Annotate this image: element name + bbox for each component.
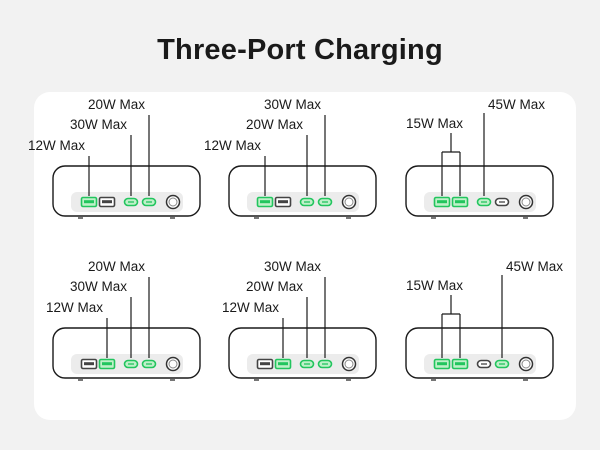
power-label: 12W Max [222, 300, 279, 315]
power-label: 30W Max [264, 259, 321, 274]
usb-a-tongue [455, 362, 465, 366]
usb-a-tongue [278, 362, 288, 366]
power-button [341, 194, 357, 210]
power-button-ring [521, 359, 531, 369]
power-label: 45W Max [506, 259, 563, 274]
power-button-ring [168, 359, 178, 369]
usb-a-tongue [437, 200, 447, 204]
power-button [165, 356, 181, 372]
power-button-ring [521, 197, 531, 207]
power-label: 20W Max [246, 279, 303, 294]
power-button [518, 194, 534, 210]
usb-a-tongue [437, 362, 447, 366]
power-label: 20W Max [246, 117, 303, 132]
page-title: Three-Port Charging [157, 34, 443, 66]
power-button-ring [168, 197, 178, 207]
power-label: 20W Max [88, 97, 145, 112]
power-button [341, 356, 357, 372]
power-label: 30W Max [264, 97, 321, 112]
power-label: 12W Max [28, 138, 85, 153]
usb-a-tongue [84, 200, 94, 204]
usb-a-tongue [260, 200, 270, 204]
power-label: 45W Max [488, 97, 545, 112]
usb-a-tongue [278, 200, 288, 204]
power-label: 30W Max [70, 279, 127, 294]
power-label: 15W Max [406, 278, 463, 293]
power-button-ring [344, 197, 354, 207]
usb-a-tongue [102, 362, 112, 366]
usb-a-tongue [455, 200, 465, 204]
power-button [165, 194, 181, 210]
power-label: 30W Max [70, 117, 127, 132]
power-label: 12W Max [46, 300, 103, 315]
power-label: 12W Max [204, 138, 261, 153]
usb-a-tongue [102, 200, 112, 204]
power-button [518, 356, 534, 372]
usb-a-tongue [84, 362, 94, 366]
power-label: 20W Max [88, 259, 145, 274]
power-label: 15W Max [406, 116, 463, 131]
power-button-ring [344, 359, 354, 369]
usb-a-tongue [260, 362, 270, 366]
